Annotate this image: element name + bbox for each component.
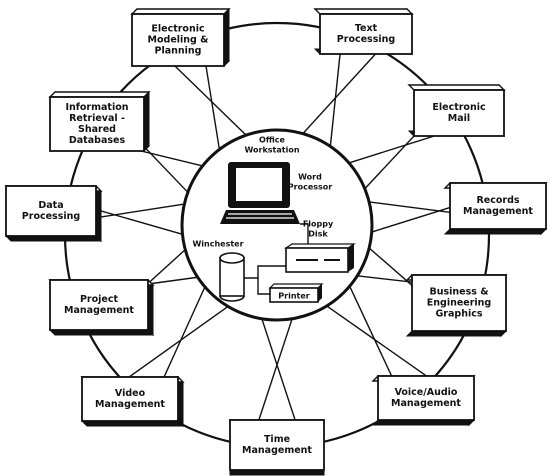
app-label-line: Electronic xyxy=(151,24,204,35)
box-front-face xyxy=(377,375,475,421)
app-label-line: Data xyxy=(38,200,63,211)
app-label-line: Electronic xyxy=(432,102,485,113)
floppy-disk-drive-icon xyxy=(284,243,356,273)
app-label-line: Voice/Audio xyxy=(395,387,458,398)
box-front-face xyxy=(413,89,505,137)
app-label-line: Graphics xyxy=(436,309,483,320)
app-label-line: Management xyxy=(242,445,312,456)
box-front-face xyxy=(319,13,413,55)
winchester-label: Winchester xyxy=(192,240,243,249)
app-label-line: Management xyxy=(64,305,134,316)
app-label-line: Text xyxy=(355,23,378,34)
app-label-line: Processing xyxy=(22,211,80,222)
floppy-disk-line-1: Floppy xyxy=(303,220,334,229)
monitor-icon xyxy=(220,162,300,224)
box-front-face xyxy=(229,419,325,471)
app-label-line: Planning xyxy=(155,46,202,57)
app-label-line: Engineering xyxy=(427,298,491,309)
app-label-line: Business & xyxy=(429,287,488,298)
box-front-face xyxy=(449,182,547,230)
app-label-line: Records xyxy=(476,195,519,206)
box-front-face xyxy=(49,96,145,152)
app-label-line: Management xyxy=(95,399,165,410)
app-label-line: Mail xyxy=(448,113,470,124)
workstation-title-line-2: Workstation xyxy=(244,146,299,155)
app-label-line: Databases xyxy=(69,135,126,146)
box-front-face xyxy=(131,13,225,67)
box-front-face xyxy=(49,279,149,331)
box-front-face xyxy=(81,376,179,422)
box-front-face xyxy=(411,274,507,332)
printer-label: Printer xyxy=(278,292,309,301)
app-label-line: Information xyxy=(65,102,128,113)
app-label-line: Retrieval - xyxy=(69,113,125,124)
winchester-disk-icon xyxy=(219,252,245,302)
app-label-line: Shared xyxy=(78,124,116,135)
workstation-title-line-1: Office xyxy=(259,136,285,145)
floppy-disk-line-2: Disk xyxy=(308,230,328,239)
box-front-face xyxy=(5,185,97,237)
app-label-line: Management xyxy=(463,206,533,217)
app-label-line: Management xyxy=(391,398,461,409)
printer-icon xyxy=(268,283,324,303)
app-label-line: Modeling & xyxy=(148,35,209,46)
app-label-line: Time xyxy=(264,434,290,445)
app-label-line: Project xyxy=(80,294,119,305)
word-processor-line-2: Processor xyxy=(288,183,332,192)
app-label-line: Video xyxy=(115,388,146,399)
app-label-line: Processing xyxy=(337,34,395,45)
cables xyxy=(244,223,309,295)
workstation-title: Office Workstation xyxy=(244,136,299,155)
word-processor-line-1: Word xyxy=(298,173,322,182)
